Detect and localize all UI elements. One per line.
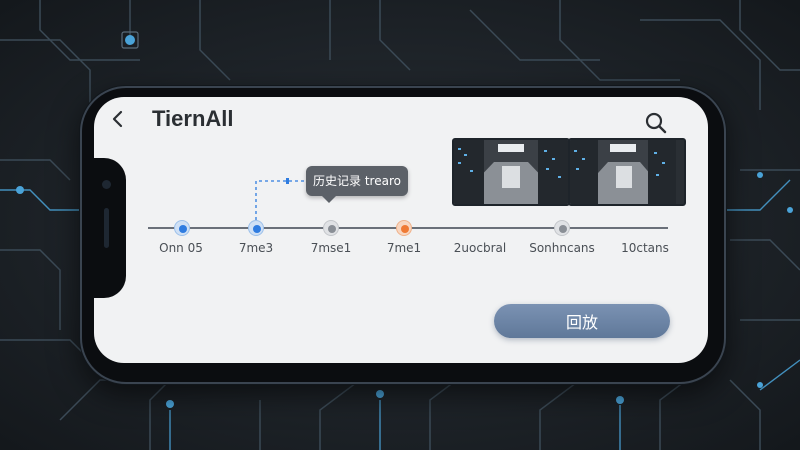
timeline-label-7: 10ctans [621,241,669,255]
timeline-point-1[interactable] [174,220,190,236]
timeline-label-3: 7mse1 [310,241,352,255]
page-title: TiernAll [152,106,234,131]
timeline-point-2[interactable] [248,220,264,236]
timeline-label-1: Onn 05 [159,241,203,255]
timeline-point-4[interactable] [396,220,412,236]
timeline-label-2: 7me3 [238,241,274,255]
timeline-label-6: Sonhncans [529,241,595,255]
tooltip-tail [322,196,336,203]
server-room-thumbnail-2[interactable] [568,138,686,206]
timeline-label-5: 2uocbral [453,241,507,255]
timeline-point-3[interactable] [323,220,339,236]
chevron-left-icon[interactable] [108,109,128,129]
history-tooltip: 历史记录 trearo [306,166,408,196]
speaker-grille [104,208,109,248]
search-icon[interactable] [644,111,668,135]
front-camera [102,180,111,189]
timeline-label-4: 7me1 [386,241,422,255]
timeline-point-6[interactable] [554,220,570,236]
server-room-thumbnail-1[interactable] [452,138,570,206]
playback-button[interactable]: 回放 [494,304,670,338]
